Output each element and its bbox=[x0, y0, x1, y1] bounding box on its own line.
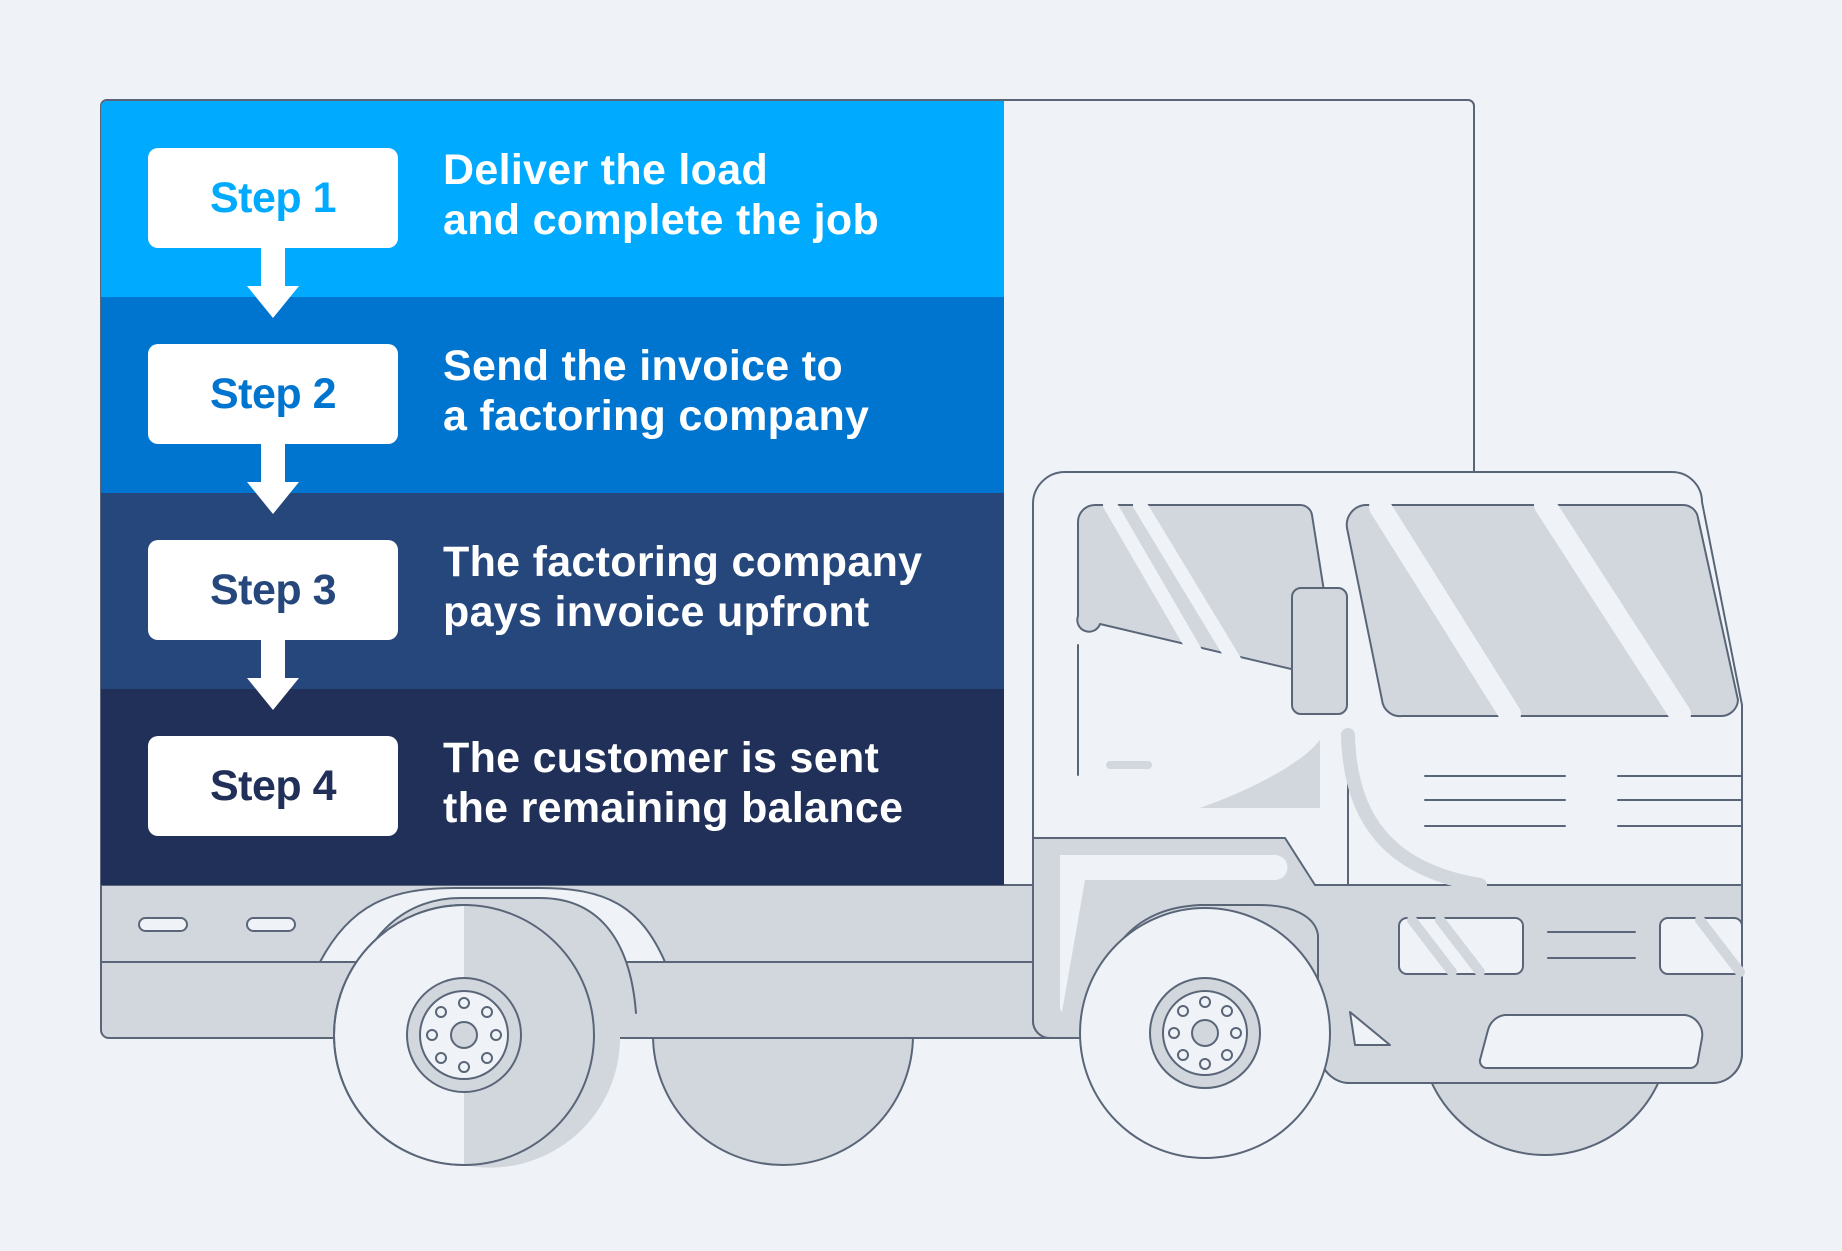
step-3-line-1: The factoring company bbox=[443, 538, 923, 586]
arrow-down-icon bbox=[247, 638, 299, 710]
step-1-band: Step 1 Deliver the load and complete the… bbox=[101, 101, 1004, 318]
step-1-label: Step 1 bbox=[148, 148, 398, 248]
rear-wheel bbox=[333, 902, 621, 1168]
step-1-description: Deliver the load and complete the job bbox=[443, 145, 983, 245]
step-3-label: Step 3 bbox=[148, 540, 398, 640]
step-4-line-1: The customer is sent bbox=[443, 734, 880, 782]
arrow-down-icon bbox=[247, 246, 299, 318]
side-marker-1 bbox=[138, 917, 188, 932]
step-2-line-1: Send the invoice to bbox=[443, 342, 843, 390]
steps-panel: Step 1 Deliver the load and complete the… bbox=[101, 101, 1004, 885]
front-step bbox=[1478, 1014, 1704, 1069]
step-4-description: The customer is sent the remaining balan… bbox=[443, 733, 983, 833]
step-4-line-2: the remaining balance bbox=[443, 784, 904, 832]
side-mirror bbox=[1291, 587, 1348, 715]
step-4-band: Step 4 The customer is sent the remainin… bbox=[101, 689, 1004, 885]
step-2-line-2: a factoring company bbox=[443, 392, 870, 440]
step-2-band: Step 2 Send the invoice to a factoring c… bbox=[101, 297, 1004, 514]
step-3-description: The factoring company pays invoice upfro… bbox=[443, 537, 983, 637]
step-4-label: Step 4 bbox=[148, 736, 398, 836]
step-1-line-2: and complete the job bbox=[443, 196, 880, 244]
side-marker-2 bbox=[246, 917, 296, 932]
front-wheel bbox=[1079, 907, 1331, 1159]
step-1-line-1: Deliver the load bbox=[443, 146, 769, 194]
step-2-description: Send the invoice to a factoring company bbox=[443, 341, 983, 441]
step-3-line-2: pays invoice upfront bbox=[443, 588, 870, 636]
step-3-band: Step 3 The factoring company pays invoic… bbox=[101, 493, 1004, 710]
arrow-down-icon bbox=[247, 442, 299, 514]
step-2-label: Step 2 bbox=[148, 344, 398, 444]
